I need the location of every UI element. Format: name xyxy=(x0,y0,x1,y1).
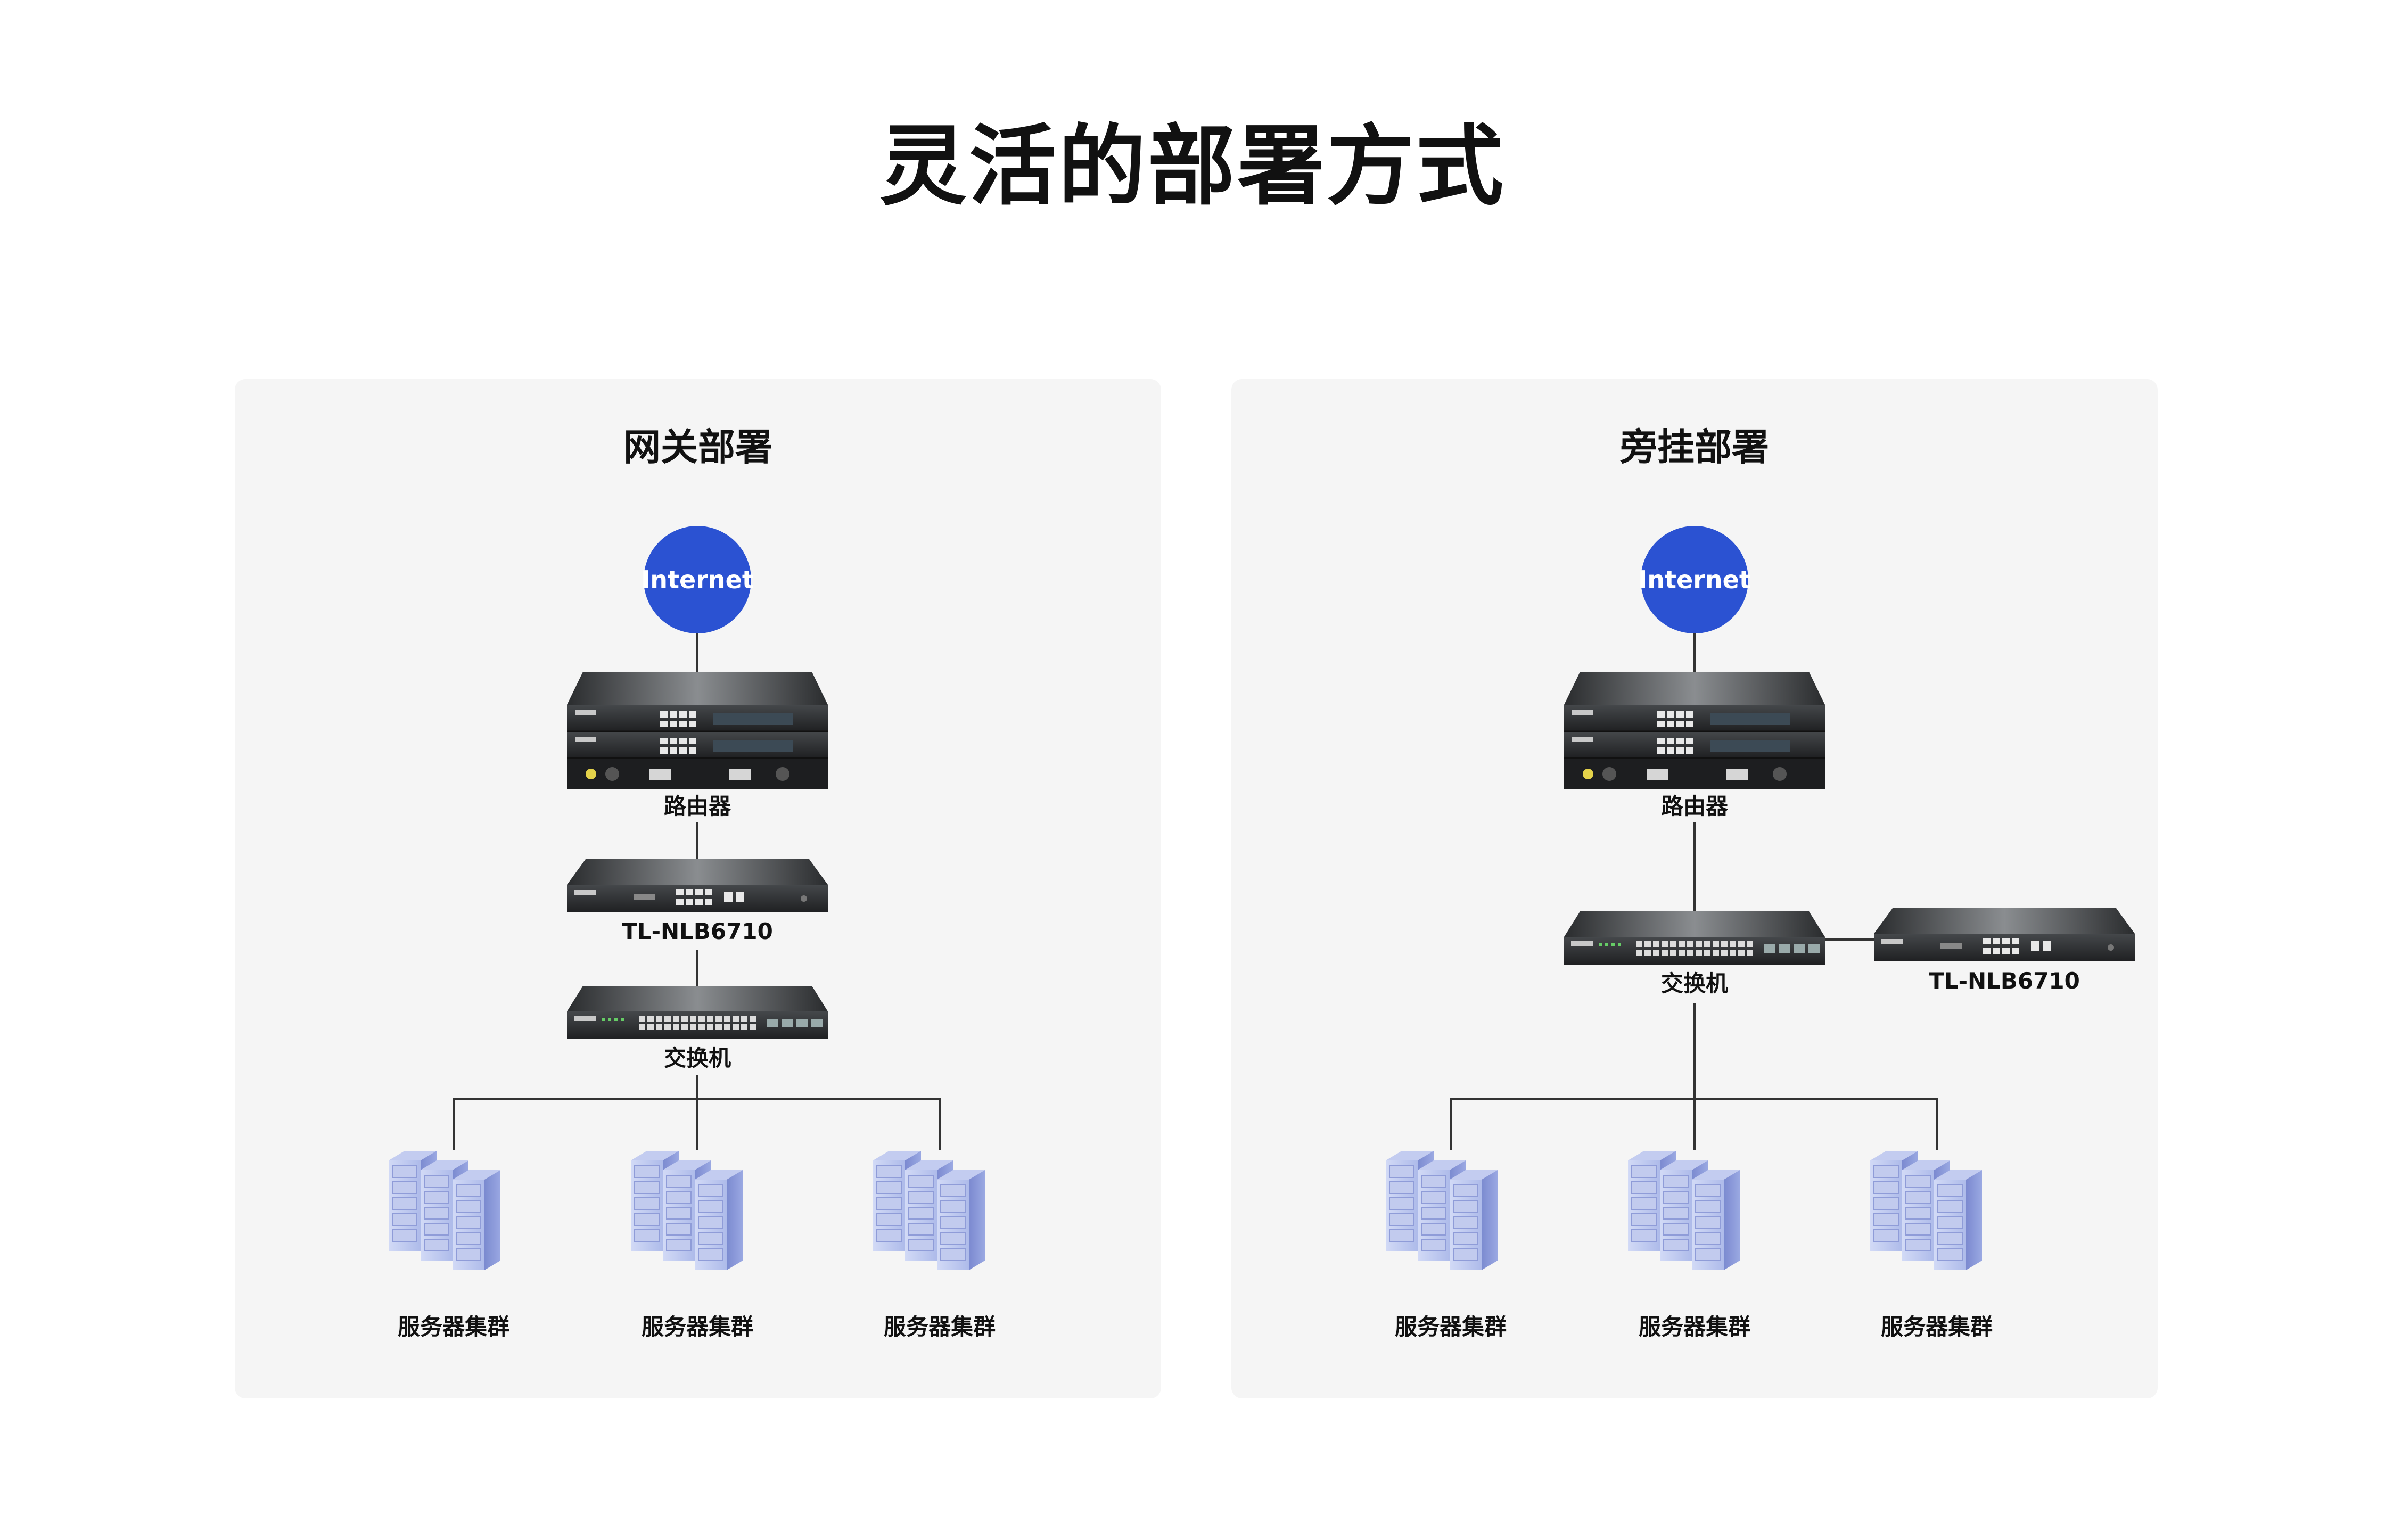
gateway-internet-node: Internet xyxy=(641,526,754,633)
bypass-router-icon xyxy=(1563,671,1826,790)
gateway-server-label-3: 服务器集群 xyxy=(883,1314,996,1340)
bypass-switch-icon xyxy=(1564,911,1825,965)
gateway-switch-icon xyxy=(567,986,828,1039)
bypass-server-label-1: 服务器集群 xyxy=(1394,1314,1507,1340)
bypass-server-label-2: 服务器集群 xyxy=(1638,1314,1751,1340)
bypass-switch-label: 交换机 xyxy=(1660,970,1729,997)
gateway-links xyxy=(453,633,941,1150)
page-title: 灵活的部署方式 xyxy=(879,116,1506,217)
gateway-card-title: 网关部署 xyxy=(623,425,772,469)
bypass-server-label-3: 服务器集群 xyxy=(1880,1314,1993,1340)
bypass-nlb-label: TL-NLB6710 xyxy=(1929,968,2080,994)
bypass-card-title: 旁挂部署 xyxy=(1620,425,1769,469)
gateway-switch-label: 交换机 xyxy=(663,1045,731,1071)
bypass-internet-node: Internet xyxy=(1638,526,1751,633)
gateway-nlb-label: TL-NLB6710 xyxy=(622,918,773,944)
gateway-router-label: 路由器 xyxy=(663,793,731,819)
gateway-server-label-2: 服务器集群 xyxy=(641,1314,754,1340)
gateway-server-label-1: 服务器集群 xyxy=(397,1314,510,1340)
bypass-load-balancer-icon xyxy=(1874,908,2135,961)
gateway-load-balancer-icon xyxy=(567,859,828,912)
gateway-router-icon xyxy=(566,671,829,790)
bypass-router-label: 路由器 xyxy=(1660,793,1729,819)
bypass-links xyxy=(1450,633,1938,1150)
